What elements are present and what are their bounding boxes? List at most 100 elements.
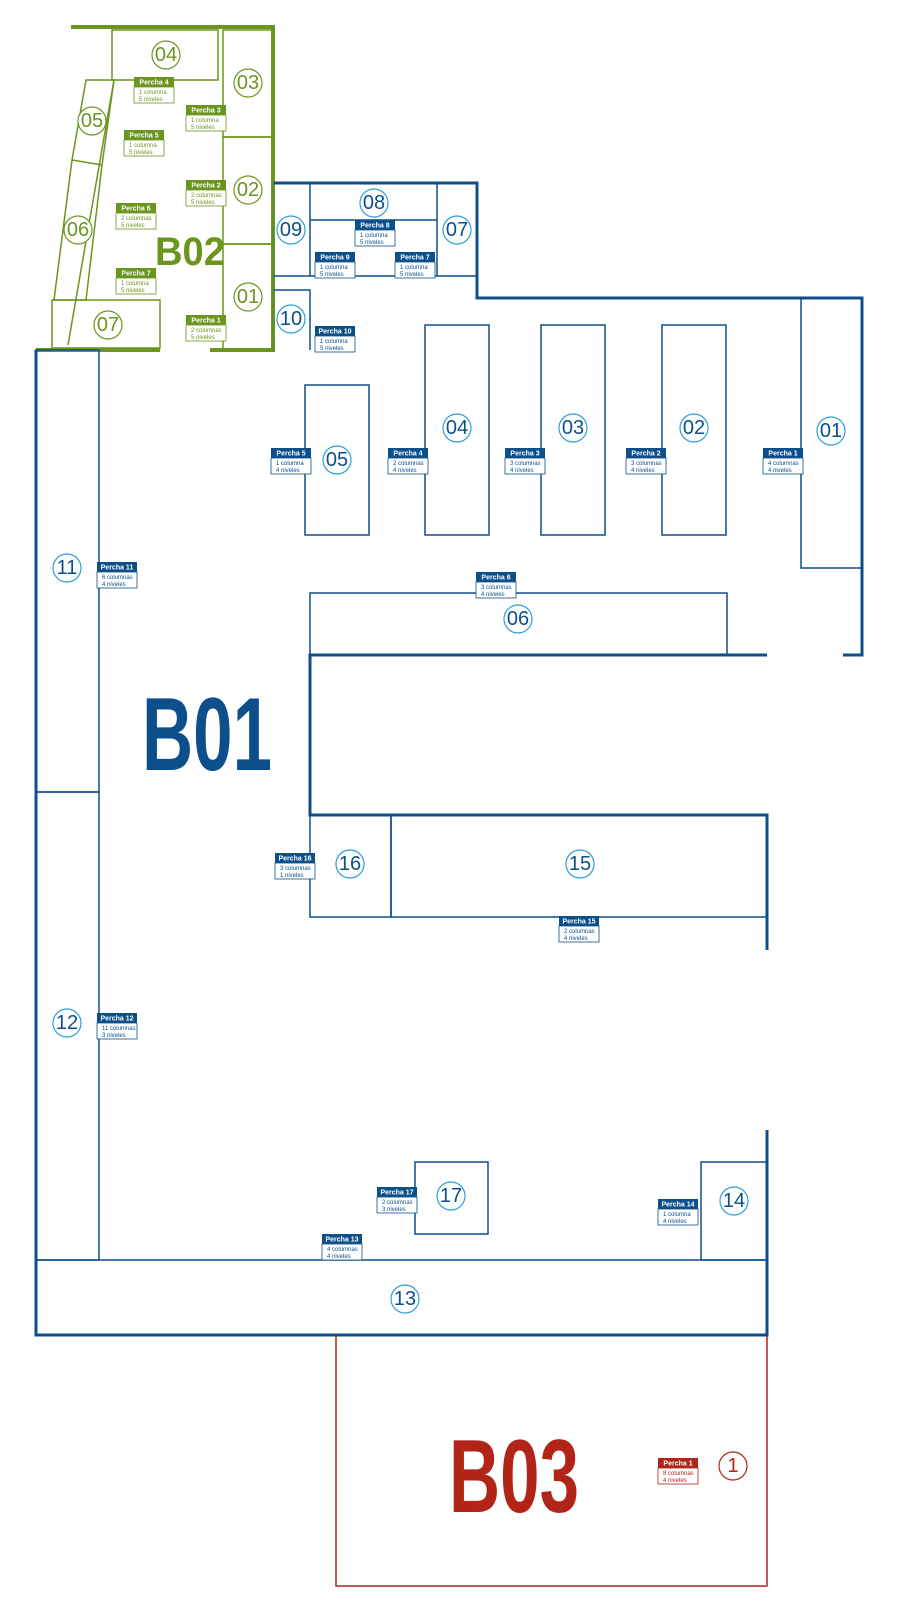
shelf-tag-columns: 1 columna: [663, 1212, 691, 1218]
shelf-tag-body: [657, 1467, 699, 1485]
shelf-tag-label: Percha 4: [139, 80, 168, 87]
shelf-number-circle: [719, 1186, 749, 1216]
shelf-tag-columns: 2 columnas: [382, 1200, 413, 1206]
shelf-number-circle: [233, 68, 263, 98]
shelf-tag-label: Percha 11: [101, 565, 134, 572]
shelf-number-circle: [442, 413, 472, 443]
shelf-tag-columns: 4 columnas: [768, 461, 799, 467]
shelf-number-circle: [390, 1284, 420, 1314]
shelf-tag-body: [115, 212, 157, 230]
shelf-number: 04: [446, 417, 468, 439]
shelf-tag-header-bg: [124, 130, 164, 140]
shelf-number-circle: [503, 604, 533, 634]
shelf-tag-label: Percha 2: [191, 183, 220, 190]
wall-b01-room-10: [273, 289, 311, 350]
shelf-outline-b02-01: [222, 243, 274, 351]
shelf-number: 02: [237, 179, 259, 201]
shelf-tag-header-bg: [134, 77, 174, 87]
shelf-tag-body: [115, 277, 157, 295]
shelf-tag-header-bg: [355, 220, 395, 230]
shelf-tag-header-bg: [476, 572, 516, 582]
shelf-tag-header-bg: [505, 448, 545, 458]
shelf-tag-columns: 11 columnas: [102, 1026, 136, 1032]
shelf-outline-b02-07: [51, 299, 161, 349]
shelf-tag-levels: 4 niveles: [393, 468, 417, 474]
shelf-tag-levels: 5 niveles: [320, 272, 344, 278]
shelf-tag-levels: 5 niveles: [121, 288, 145, 294]
zone-label-b01: B01: [142, 677, 272, 793]
shelf-tag-columns: 8 columnas: [663, 1471, 694, 1477]
shelf-tag-label: Percha 12: [100, 1016, 133, 1023]
shelf-tag-columns: 2 columnas: [121, 216, 152, 222]
shelf-outline-b01-14: [700, 1161, 768, 1261]
shelf-tag-label: Percha 8: [360, 223, 389, 230]
shelf-number-circle: [335, 849, 365, 879]
shelf-number: 13: [394, 1288, 416, 1310]
shelf-tag-columns: 6 columnas: [102, 575, 133, 581]
shelf-number-circle: [558, 413, 588, 443]
shelf-tag-levels: 5 niveles: [191, 335, 215, 341]
shelf-tag-levels: 4 niveles: [481, 592, 505, 598]
shelf-tag-levels: 5 niveles: [121, 223, 145, 229]
shelf-tag-body: [123, 139, 165, 157]
shelf-tag-label: Percha 4: [393, 451, 422, 458]
shelf-tag-body: [185, 189, 227, 207]
shelf-tag-levels: 5 niveles: [360, 240, 384, 246]
shelf-tag-levels: 5 niveles: [191, 200, 215, 206]
shelf-tag-levels: 3 niveles: [102, 1033, 126, 1039]
shelf-tag-columns: 3 columnas: [510, 461, 541, 467]
shelf-tag-columns: 1 columna: [121, 281, 149, 287]
shelf-tag-body: [657, 1208, 699, 1226]
shelf-number-circle: [52, 1008, 82, 1038]
shelf-number-circle: [442, 215, 472, 245]
shelf-tag-body: [504, 457, 546, 475]
shelf-tag-header-bg: [116, 268, 156, 278]
shelf-outline-b01-01: [800, 297, 863, 569]
shelf-tag-columns: 1 columna: [320, 339, 348, 345]
shelf-number-circle: [816, 416, 846, 446]
shelf-number-circle: [359, 188, 389, 218]
shelf-number: 16: [339, 853, 361, 875]
shelf-tag-body: [314, 335, 356, 353]
shelf-tag-header-bg: [322, 1234, 362, 1244]
shelf-tag-levels: 4 niveles: [663, 1478, 687, 1484]
shelf-number: 06: [507, 608, 529, 630]
shelf-tag-header-bg: [658, 1458, 698, 1468]
shelf-number: 05: [326, 449, 348, 471]
shelf-tag-header-bg: [315, 252, 355, 262]
shelf-tag-columns: 2 columnas: [191, 193, 222, 199]
shelf-tag-body: [394, 261, 436, 279]
shelf-tag-header-bg: [186, 315, 226, 325]
shelf-number-circle: [233, 175, 263, 205]
shelf-number-circle: [233, 282, 263, 312]
shelf-tag-header-bg: [658, 1199, 698, 1209]
shelf-tag-body: [274, 862, 316, 880]
shelf-tag-header-bg: [377, 1187, 417, 1197]
